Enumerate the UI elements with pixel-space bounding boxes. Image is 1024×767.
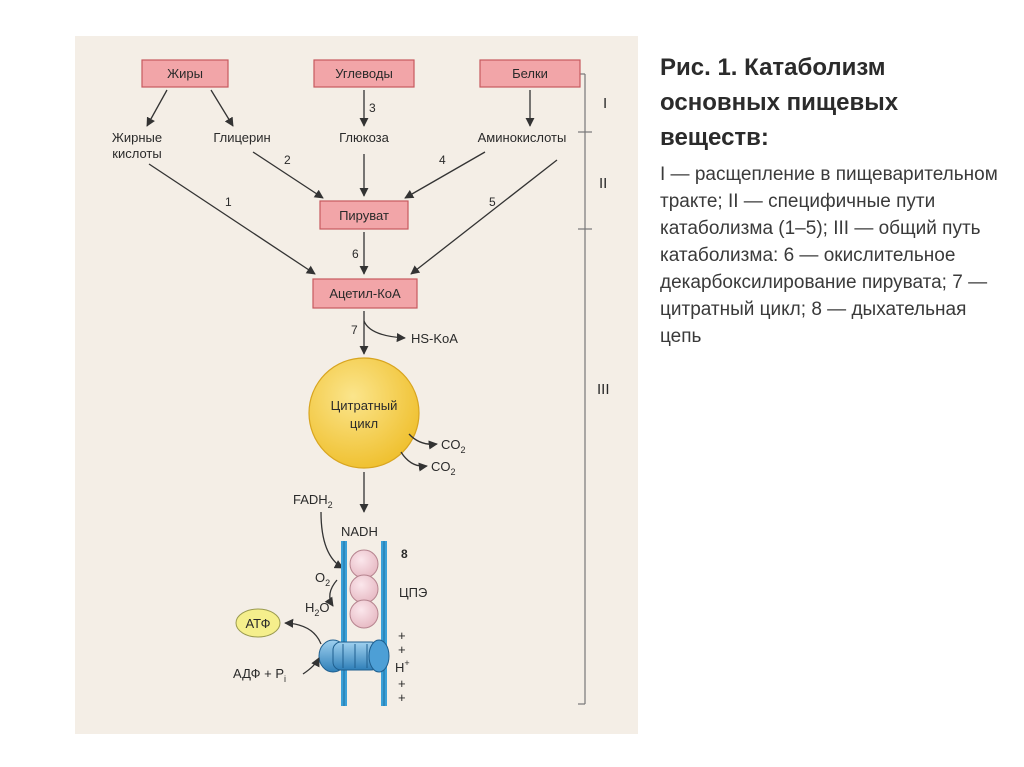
- arrow-fats-to-fatty-acids: [146, 89, 168, 127]
- arrow-adp-to-synthase: [302, 657, 320, 675]
- arrow-fats-to-glycerol: [210, 89, 234, 127]
- arrow-fatty-acids-to-acetyl-coa: [148, 163, 316, 275]
- proton-label: H+: [395, 658, 410, 675]
- fats-label: Жиры: [167, 66, 203, 81]
- arrow-amino-acids-to-pyruvate: [404, 151, 486, 199]
- pathway-number-2: 2: [284, 153, 291, 167]
- h2o-label: H2O: [305, 600, 330, 618]
- proton-plus-4: +: [398, 690, 406, 705]
- arrow-glycerol-to-pyruvate: [252, 151, 324, 199]
- proton-plus-2: +: [398, 642, 406, 657]
- adp-label: АДФ + Pi: [233, 666, 286, 684]
- citrate-cycle-label-line2: цикл: [350, 416, 378, 431]
- etc-complex-3: [349, 599, 379, 629]
- inner-membrane: [341, 541, 387, 706]
- carbs-box: [313, 59, 415, 88]
- pyruvate-box: [319, 200, 409, 230]
- arrow-fadh2-to-etc: [320, 511, 344, 569]
- atp-label: АТФ: [245, 616, 270, 631]
- diagram-canvas: I II III Жиры Углеводы Белки 3 Жирные ки…: [112, 59, 610, 706]
- proton-plus-3: +: [398, 676, 406, 691]
- fats-box: [141, 59, 229, 88]
- citrate-cycle-label-line1: Цитратный: [331, 398, 398, 413]
- pathway-number-6: 6: [352, 247, 359, 261]
- catabolism-diagram: I II III Жиры Углеводы Белки 3 Жирные ки…: [75, 36, 638, 734]
- arrow-co2-release-1: [408, 433, 438, 450]
- proteins-label: Белки: [512, 66, 548, 81]
- nadh-label: NADH: [341, 524, 378, 539]
- etc-complex-1: [349, 549, 379, 579]
- pathway-number-1: 1: [225, 195, 232, 209]
- arrow-synthase-to-atp: [284, 618, 322, 645]
- fatty-acids-label-line1: Жирные: [112, 130, 162, 145]
- etc-label: ЦПЭ: [399, 585, 427, 600]
- carbs-label: Углеводы: [335, 66, 393, 81]
- arrow-amino-acids-to-acetyl-coa: [410, 159, 558, 275]
- atp-oval: [235, 608, 281, 638]
- acetyl-coa-label: Ацетил-КоА: [329, 286, 401, 301]
- figure-caption: Рис. 1. Катаболизм основных пищевых веще…: [660, 50, 1000, 350]
- pathway-number-4: 4: [439, 153, 446, 167]
- glucose-label: Глюкоза: [339, 130, 390, 145]
- proteins-box: [479, 59, 581, 88]
- amino-acids-label: Аминокислоты: [478, 130, 567, 145]
- hs-coa-label: HS-KoA: [411, 331, 458, 346]
- o2-label: O2: [315, 570, 330, 588]
- arrow-hs-coa-release: [363, 320, 406, 343]
- pyruvate-label: Пируват: [339, 208, 389, 223]
- pathway-number-7: 7: [351, 323, 358, 337]
- pathway-number-5: 5: [489, 195, 496, 209]
- etc-complex-2: [349, 574, 379, 604]
- pathway-number-8: 8: [401, 547, 408, 561]
- proton-plus-1: +: [398, 628, 406, 643]
- stage-bracket: [578, 73, 592, 705]
- stage-I-label: I: [603, 95, 607, 112]
- arrow-co2-release-2: [400, 451, 428, 472]
- co2-label-1: CO2: [441, 437, 466, 455]
- fatty-acids-label-line2: кислоты: [112, 146, 161, 161]
- caption-title: Рис. 1. Катаболизм основных пищевых веще…: [660, 54, 899, 151]
- pathway-number-3: 3: [369, 101, 376, 115]
- caption-body: I — расщепление в пищеварительном тракте…: [660, 164, 998, 347]
- co2-label-2: CO2: [431, 459, 456, 477]
- glycerol-label: Глицерин: [213, 130, 270, 145]
- acetyl-coa-box: [312, 278, 418, 309]
- atp-synthase: [318, 639, 390, 673]
- stage-II-label: II: [599, 175, 607, 192]
- arrow-o2-to-h2o: [324, 579, 338, 607]
- fadh2-label: FADH2: [293, 492, 333, 510]
- citrate-cycle-circle: [308, 357, 420, 469]
- stage-III-label: III: [597, 381, 610, 398]
